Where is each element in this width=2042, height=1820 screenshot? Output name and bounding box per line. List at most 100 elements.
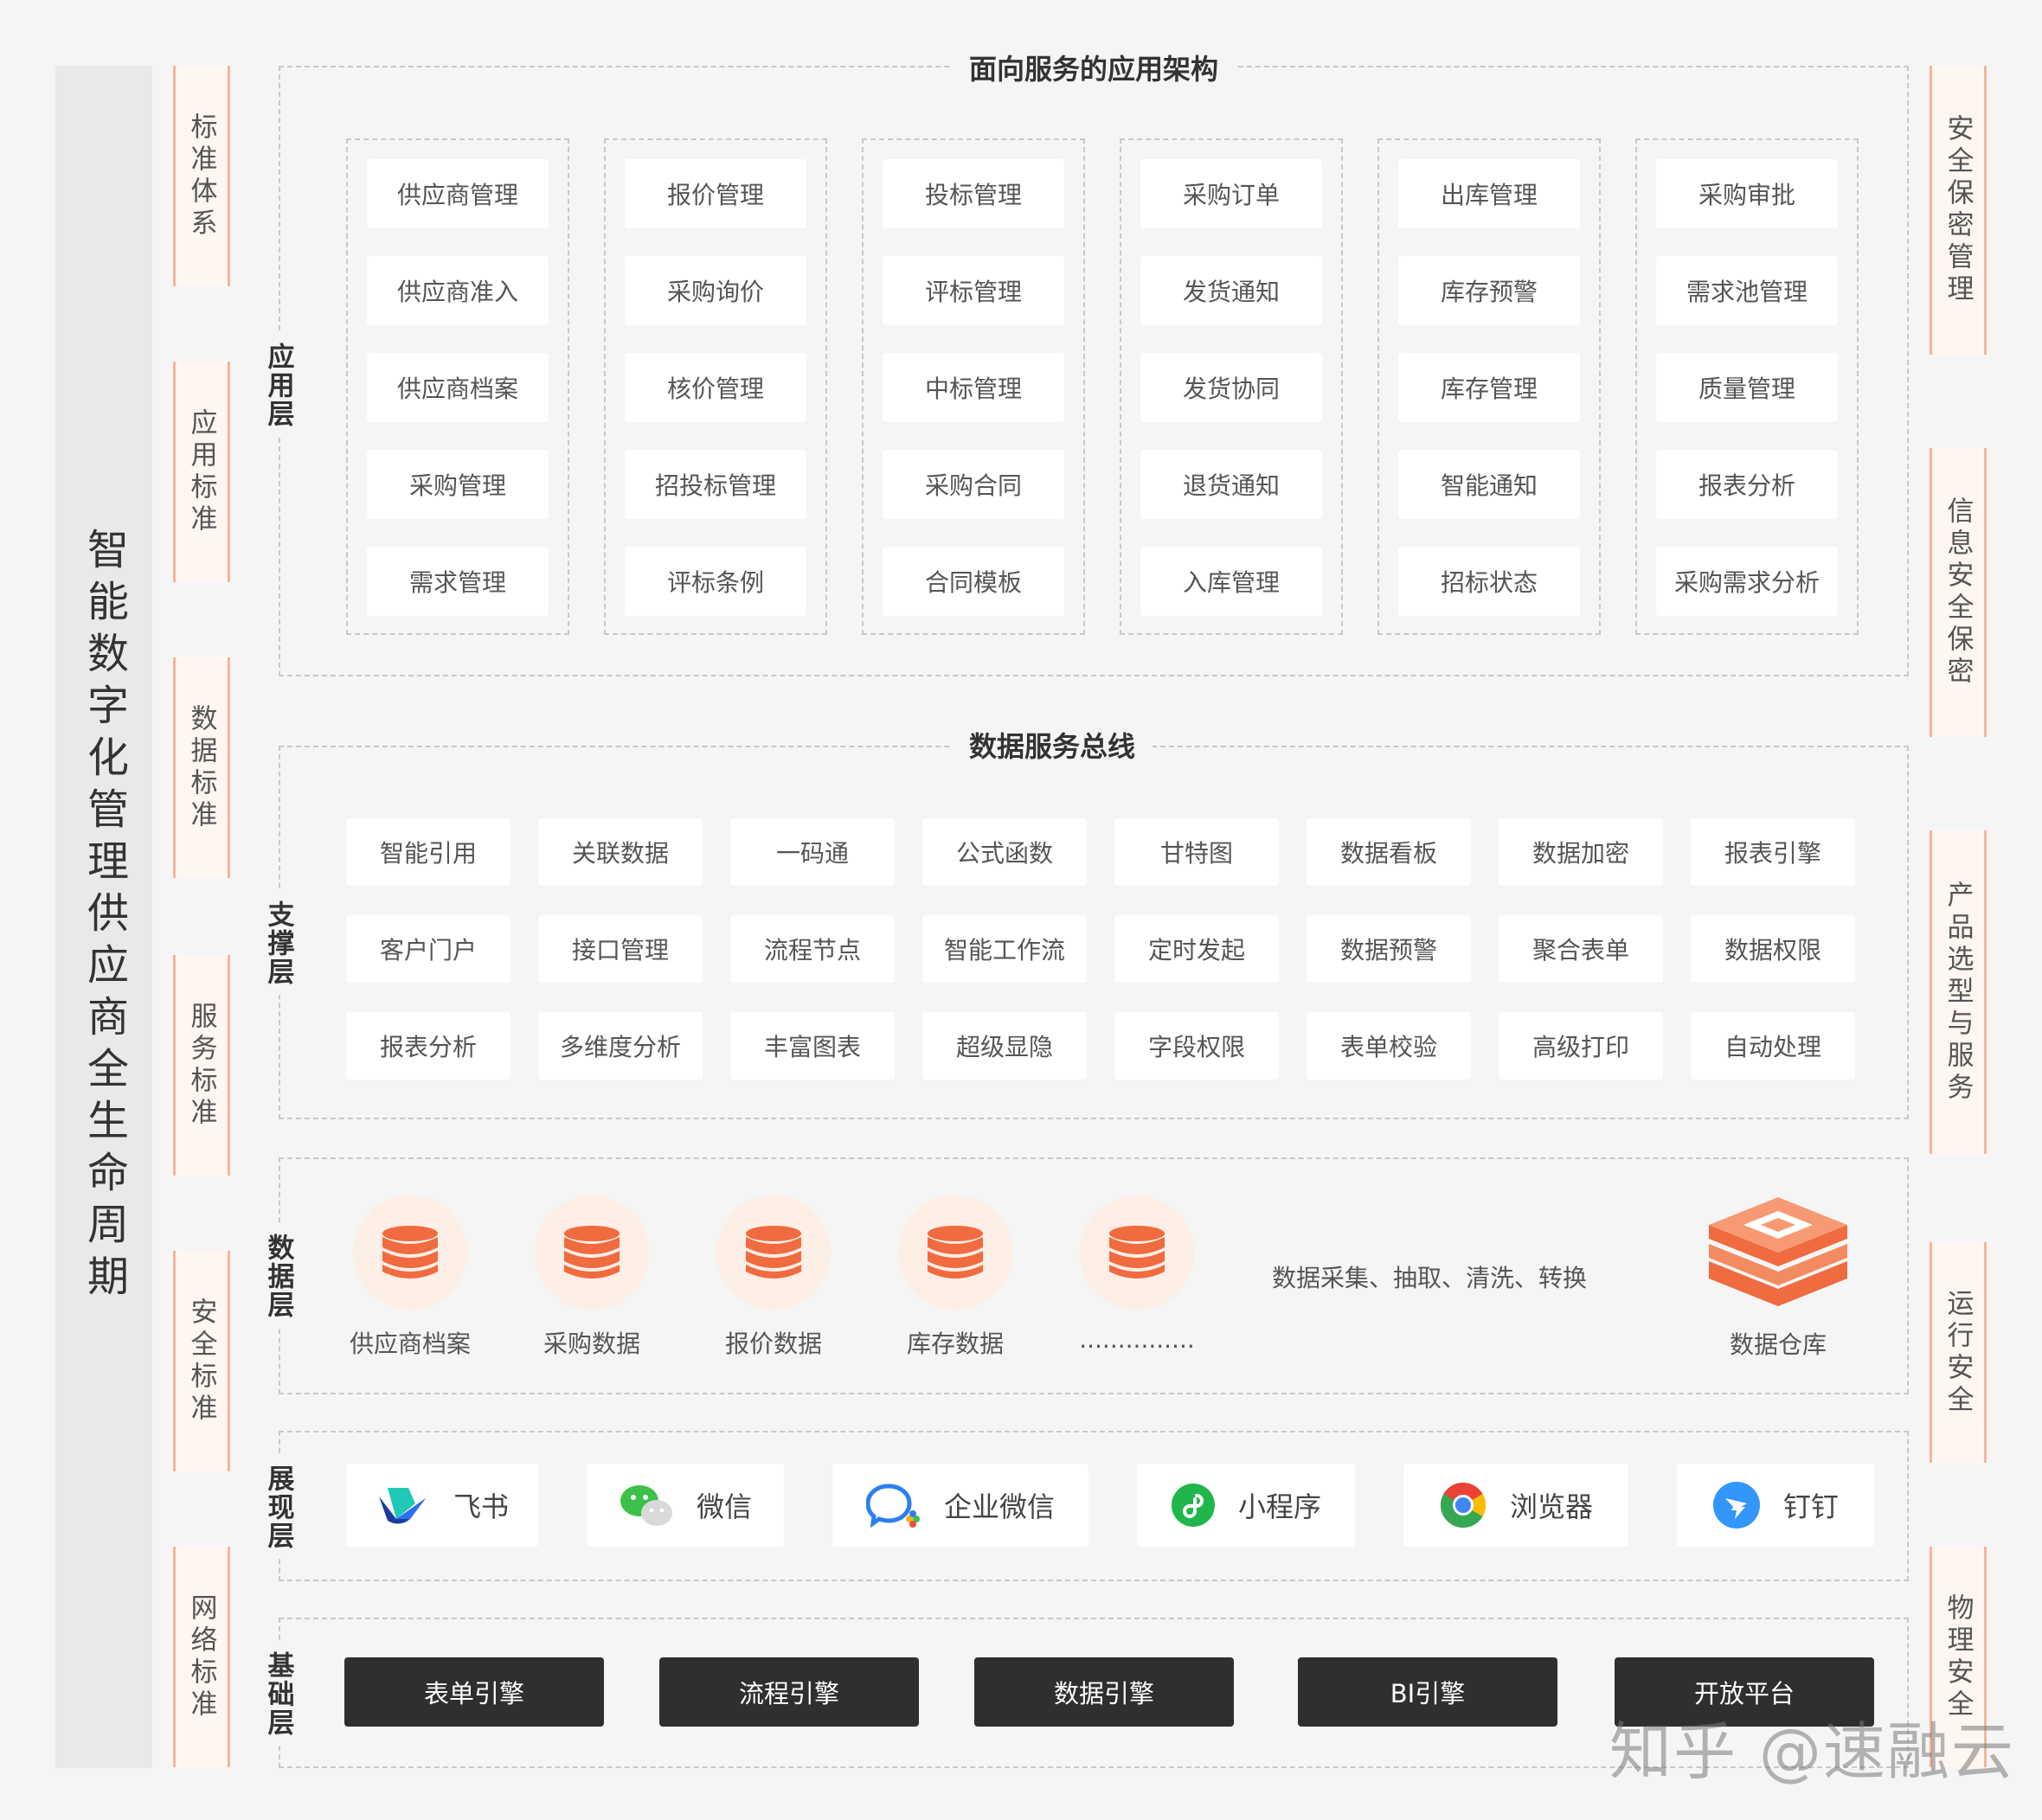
engine-data[interactable]: 数据引擎 <box>974 1657 1234 1727</box>
app-item[interactable]: 采购管理 <box>367 450 549 519</box>
app-item[interactable]: 出库管理 <box>1398 159 1580 228</box>
data-source-icon <box>1080 1195 1194 1310</box>
app-item[interactable]: 中标管理 <box>883 353 1064 422</box>
support-item[interactable]: 甘特图 <box>1114 818 1279 886</box>
right-tab-physical-security: 物理安全 <box>1930 1547 1987 1767</box>
platform-label: 钉钉 <box>1782 1490 1839 1523</box>
data-source-label: 供应商档案 <box>349 1330 471 1358</box>
platform-label: 小程序 <box>1237 1490 1321 1523</box>
app-item[interactable]: 需求池管理 <box>1656 256 1838 325</box>
layer-label-text: 展现层 <box>262 1464 294 1550</box>
support-item[interactable]: 客户门户 <box>346 915 510 983</box>
app-item[interactable]: 发货通知 <box>1140 256 1322 325</box>
support-item[interactable]: 接口管理 <box>538 915 703 983</box>
app-item[interactable]: 招标状态 <box>1398 547 1580 616</box>
database-icon <box>382 1226 438 1278</box>
engine-form[interactable]: 表单引擎 <box>344 1657 604 1727</box>
app-item[interactable]: 核价管理 <box>625 353 806 422</box>
right-tab-label: 安全保密管理 <box>1942 114 1974 306</box>
support-item[interactable]: 多维度分析 <box>538 1012 703 1080</box>
app-item[interactable]: 采购审批 <box>1656 159 1838 228</box>
platform-dingtalk[interactable]: 钉钉 <box>1677 1464 1874 1547</box>
app-item[interactable]: 智能通知 <box>1398 450 1580 519</box>
app-item[interactable]: 报表分析 <box>1656 450 1838 519</box>
app-item[interactable]: 入库管理 <box>1140 547 1322 616</box>
support-item[interactable]: 丰富图表 <box>730 1012 895 1080</box>
app-group-1 <box>346 138 569 635</box>
app-item[interactable]: 库存管理 <box>1398 353 1580 422</box>
engine-bi[interactable]: BI引擎 <box>1298 1657 1557 1727</box>
support-item[interactable]: 数据看板 <box>1307 818 1471 886</box>
left-tab-label: 应用标准 <box>185 407 217 536</box>
support-item[interactable]: 一码通 <box>730 818 895 886</box>
right-tab-product-selection: 产品选型与服务 <box>1930 830 1987 1154</box>
app-item[interactable]: 招投标管理 <box>625 450 806 519</box>
right-tab-label: 运行安全 <box>1942 1288 1974 1417</box>
support-item[interactable]: 数据加密 <box>1499 818 1663 886</box>
watermark: 知乎 @速融云 <box>1609 1715 2015 1788</box>
app-item[interactable]: 采购合同 <box>883 450 1064 519</box>
support-layer-title: 数据服务总线 <box>952 725 1153 765</box>
app-item[interactable]: 质量管理 <box>1656 353 1838 422</box>
support-item[interactable]: 表单校验 <box>1307 1012 1471 1080</box>
app-item[interactable]: 评标条例 <box>625 547 806 616</box>
app-item[interactable]: 发货协同 <box>1140 353 1322 422</box>
dingtalk-icon <box>1712 1482 1760 1528</box>
platform-miniprogram[interactable]: 小程序 <box>1137 1464 1355 1547</box>
support-item[interactable]: 自动处理 <box>1691 1012 1855 1080</box>
data-warehouse-label: 数据仓库 <box>1729 1330 1827 1359</box>
support-layer-label: 支撑层 <box>260 891 298 995</box>
data-source-icon <box>898 1195 1012 1310</box>
app-item[interactable]: 投标管理 <box>883 159 1064 228</box>
platform-wecom[interactable]: 企业微信 <box>832 1464 1088 1547</box>
app-item[interactable]: 采购订单 <box>1140 159 1322 228</box>
data-source-label: 库存数据 <box>906 1330 1004 1358</box>
right-tab-info-security: 信息安全保密 <box>1930 448 1987 737</box>
support-item[interactable]: 数据预警 <box>1307 915 1471 983</box>
data-source-label: 报价数据 <box>724 1330 822 1358</box>
app-item[interactable]: 合同模板 <box>883 547 1064 616</box>
platform-feishu[interactable]: 飞书 <box>346 1464 538 1547</box>
support-item[interactable]: 字段权限 <box>1114 1012 1279 1080</box>
support-item[interactable]: 智能工作流 <box>922 915 1087 983</box>
app-item[interactable]: 退货通知 <box>1140 450 1322 519</box>
platform-wechat[interactable]: 微信 <box>587 1464 784 1547</box>
app-item[interactable]: 报价管理 <box>625 159 806 228</box>
left-tab-service-standard: 服务标准 <box>173 955 230 1176</box>
support-layer-section <box>279 746 1909 1119</box>
app-item[interactable]: 采购询价 <box>625 256 806 325</box>
app-item[interactable]: 供应商档案 <box>367 353 549 422</box>
support-item[interactable]: 智能引用 <box>346 818 510 886</box>
app-item[interactable]: 库存预警 <box>1398 256 1580 325</box>
wechat-icon <box>620 1485 672 1526</box>
support-item[interactable]: 数据权限 <box>1691 915 1855 983</box>
database-icon <box>564 1226 620 1278</box>
app-item[interactable]: 采购需求分析 <box>1656 547 1838 616</box>
support-item[interactable]: 高级打印 <box>1499 1012 1663 1080</box>
app-item[interactable]: 供应商管理 <box>367 159 549 228</box>
support-item[interactable]: 超级显隐 <box>922 1012 1087 1080</box>
app-item[interactable]: 需求管理 <box>367 547 549 616</box>
database-icon <box>928 1226 983 1278</box>
main-title-panel: 智能数字化管理供应商全生命周期 <box>55 66 152 1768</box>
platform-browser[interactable]: 浏览器 <box>1403 1464 1628 1547</box>
left-tab-label: 数据标准 <box>185 703 217 832</box>
engine-workflow[interactable]: 流程引擎 <box>659 1657 919 1727</box>
support-item[interactable]: 关联数据 <box>538 818 703 886</box>
data-source-label: 采购数据 <box>543 1330 640 1358</box>
support-item[interactable]: 报表分析 <box>346 1012 510 1080</box>
support-item[interactable]: 流程节点 <box>730 915 895 983</box>
app-group-6 <box>1635 138 1859 635</box>
support-item[interactable]: 定时发起 <box>1114 915 1279 983</box>
engine-open-platform[interactable]: 开放平台 <box>1615 1657 1874 1727</box>
main-title: 智能数字化管理供应商全生命周期 <box>80 528 128 1306</box>
right-tab-label: 产品选型与服务 <box>1942 880 1974 1105</box>
support-item[interactable]: 公式函数 <box>922 818 1087 886</box>
app-group-5 <box>1377 138 1601 635</box>
app-item[interactable]: 评标管理 <box>883 256 1064 325</box>
feishu-icon <box>378 1488 426 1524</box>
database-icon <box>1109 1226 1165 1278</box>
app-item[interactable]: 供应商准入 <box>367 256 549 325</box>
support-item[interactable]: 报表引擎 <box>1691 818 1855 886</box>
support-item[interactable]: 聚合表单 <box>1499 915 1663 983</box>
